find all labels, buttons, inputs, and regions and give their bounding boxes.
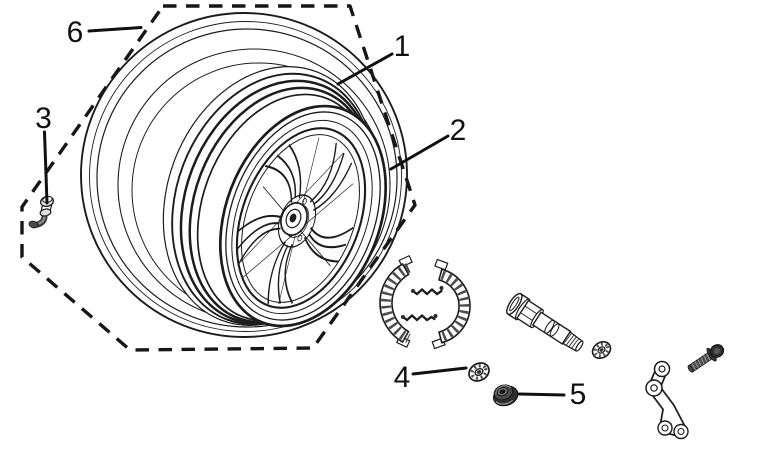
nut-hole xyxy=(499,389,506,394)
valve-foot xyxy=(28,220,39,229)
spring-hook xyxy=(439,286,444,290)
bracket-eyelet-hole xyxy=(661,424,669,432)
spacer-washer-hole xyxy=(599,348,604,352)
bracket-eyelet xyxy=(673,423,689,440)
brake-spring-upper xyxy=(411,287,443,296)
callout-1-leader xyxy=(336,52,394,86)
brake-lining-left xyxy=(380,263,411,343)
callout-5-label: 5 xyxy=(570,378,587,411)
callout-1: 1 xyxy=(336,30,411,86)
callout-1-label: 1 xyxy=(394,30,411,63)
callout-6-leader xyxy=(87,26,143,33)
washer xyxy=(468,362,490,382)
tire-ring xyxy=(96,28,398,328)
bolt xyxy=(687,344,725,373)
axle-head-face xyxy=(506,292,523,315)
tire-ring xyxy=(80,12,408,338)
callout-6-label: 6 xyxy=(67,16,84,49)
axle-ring xyxy=(549,323,560,337)
callout-5: 5 xyxy=(517,378,587,411)
bracket-eyelet xyxy=(657,420,673,436)
rim-ring xyxy=(241,134,360,303)
valve-collar xyxy=(39,208,52,217)
bolt-head-recess xyxy=(713,347,721,355)
spring-hook xyxy=(433,314,438,318)
axle-tip xyxy=(575,340,584,352)
spring-hook xyxy=(411,289,415,293)
bracket-boss xyxy=(645,379,663,397)
brake-shoes xyxy=(379,254,471,350)
axle-head-socket xyxy=(509,296,520,312)
tire-ring xyxy=(89,21,402,332)
callout-4-leader xyxy=(411,366,468,376)
axle-shaft xyxy=(506,292,584,352)
hub-disc xyxy=(277,194,317,248)
axle-hole xyxy=(289,213,297,223)
callout-2: 2 xyxy=(389,114,467,171)
callout-3-leader xyxy=(43,130,49,205)
bracket-boss-hole xyxy=(650,384,658,392)
bolt-threads xyxy=(691,353,711,371)
bracket-boss-hole xyxy=(658,365,666,373)
bracket-eyelet-hole xyxy=(677,427,685,436)
nut-highlight xyxy=(495,399,513,405)
callout-3: 3 xyxy=(35,102,52,205)
hub-detail xyxy=(297,234,303,242)
callout-4: 4 xyxy=(394,361,468,394)
washer-hole xyxy=(476,370,482,374)
callout-4-label: 4 xyxy=(394,361,411,394)
rim-ring xyxy=(225,111,381,321)
callout-2-label: 2 xyxy=(450,114,467,147)
bolt-tip xyxy=(687,365,694,373)
brake-arm-bracket xyxy=(645,360,689,440)
spacer-washer xyxy=(591,340,612,360)
brake-lining-right xyxy=(440,270,470,342)
callout-6: 6 xyxy=(67,16,143,49)
hub-detail xyxy=(302,198,307,205)
rim-ring xyxy=(235,127,367,309)
bracket-boss xyxy=(653,360,671,378)
valve-stem xyxy=(28,195,55,229)
callout-2-leader xyxy=(389,134,450,171)
brake-shoe-right xyxy=(438,268,471,344)
axle-threads xyxy=(563,332,580,349)
axle-nut xyxy=(492,384,519,407)
axle-ring xyxy=(544,319,555,334)
callout-3-label: 3 xyxy=(35,102,52,135)
rim-ring xyxy=(231,119,373,315)
hub xyxy=(280,201,308,236)
callout-5-leader xyxy=(517,392,566,397)
hub-boss-inner xyxy=(285,208,302,229)
nut-facets xyxy=(495,384,512,395)
spring-hook xyxy=(401,315,405,319)
rim xyxy=(218,104,388,328)
brake-spring-lower xyxy=(401,313,436,322)
shoe-end-tab xyxy=(434,258,449,271)
